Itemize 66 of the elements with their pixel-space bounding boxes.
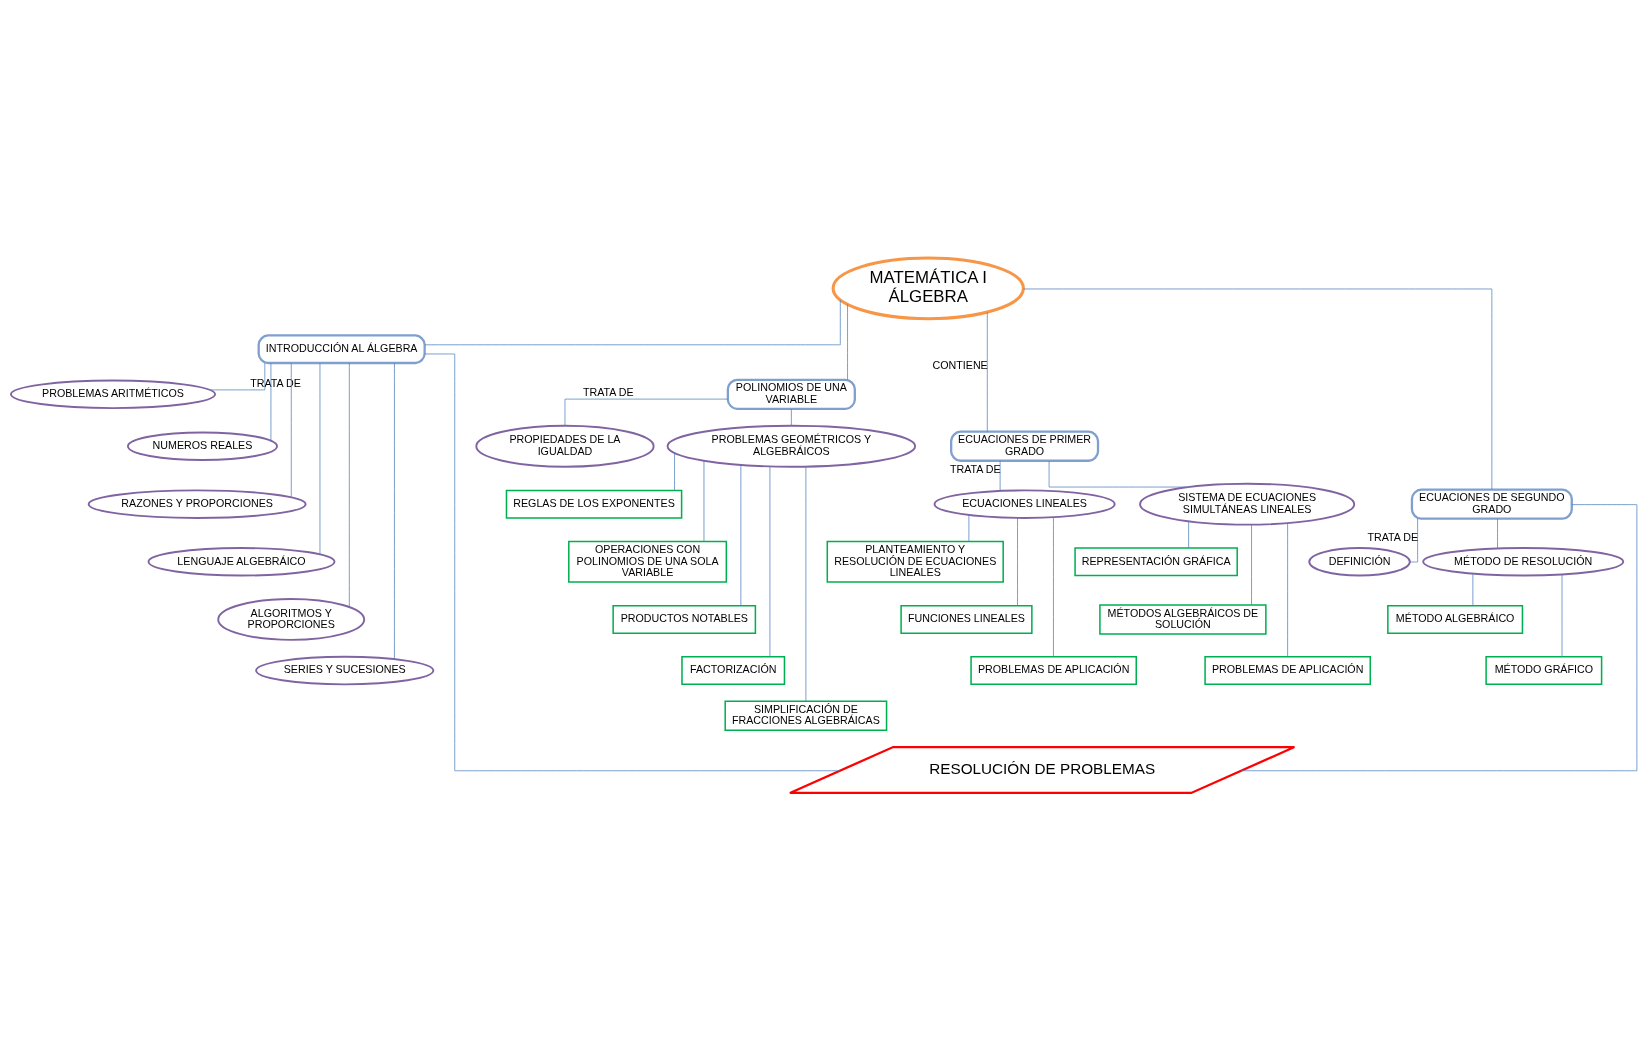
connector	[290, 362, 292, 498]
connector	[270, 362, 272, 442]
node-box: ECUACIONES DE PRIMER GRADO	[950, 430, 1100, 462]
connector	[1409, 518, 1418, 563]
connector	[999, 460, 1001, 492]
connector	[1048, 460, 1189, 488]
connector	[790, 408, 792, 427]
edge-label: TRATA DE	[1367, 531, 1419, 544]
connector	[740, 464, 742, 606]
connector	[209, 362, 266, 391]
node-ellipse: LENGUAJE ALGEBRÁICO	[147, 547, 336, 577]
connector	[703, 460, 705, 542]
node-ellipse: SERIES Y SUCESIONES	[255, 655, 435, 686]
node-ellipse: PROBLEMAS ARITMÉTICOS	[9, 379, 217, 410]
connector	[1017, 517, 1018, 606]
node-box: REGLAS DE LOS EXPONENTES	[505, 489, 683, 519]
node-box: PLANTEAMIENTO Y RESOLUCIÓN DE ECUACIONES LINEALES	[826, 540, 1004, 583]
connector	[564, 398, 729, 426]
node-ellipse: DEFINICIÓN	[1308, 547, 1411, 577]
connector	[968, 514, 970, 542]
connector	[1497, 518, 1498, 549]
node-box: FACTORIZACIÓN	[681, 656, 786, 686]
node-ellipse: ECUACIONES LINEALES	[933, 489, 1116, 519]
node-box: SIMPLIFICACIÓN DE FRACCIONES ALGEBRÁICAS	[724, 700, 888, 731]
connector	[769, 466, 771, 658]
connector	[1188, 521, 1189, 549]
node-ellipse: RAZONES Y PROPORCIONES	[87, 489, 307, 519]
node-ellipse: MÉTODO DE RESOLUCIÓN	[1422, 547, 1625, 577]
edge-label: CONTIENE	[932, 359, 988, 372]
connector	[424, 353, 840, 772]
node-box: ECUACIONES DE SEGUNDO GRADO	[1410, 488, 1573, 520]
node-box: POLINOMIOS DE UNA VARIABLE	[726, 378, 856, 410]
connector	[1053, 516, 1054, 658]
node-box: MÉTODO GRÁFICO	[1485, 656, 1603, 686]
connector	[1561, 574, 1563, 657]
edge-label: TRATA DE	[250, 377, 301, 390]
node-ellipse: NUMEROS REALES	[127, 431, 278, 461]
node-box: MÉTODO ALGEBRÁICO	[1387, 604, 1524, 634]
edge-label: TRATA DE	[949, 462, 1001, 475]
node-ellipse: SISTEMA DE ECUACIONES SIMULTÁNEAS LINEALES	[1139, 482, 1356, 526]
node-ellipse: PROPIEDADES DE LA IGUALDAD	[475, 424, 655, 468]
connector	[1240, 504, 1638, 772]
connector	[348, 362, 350, 608]
node-box: PRODUCTOS NOTABLES	[612, 604, 757, 634]
connector	[1287, 522, 1288, 658]
node-box: INTRODUCCIÓN AL ÁLGEBRA	[257, 334, 426, 365]
connector	[805, 466, 807, 702]
connector	[986, 311, 988, 432]
edge-label: TRATA DE	[582, 386, 634, 399]
node-ellipse: ALGORITMOS Y PROPORCIONES	[217, 598, 366, 641]
node-box: MÉTODOS ALGEBRÁICOS DE SOLUCIÓN	[1099, 604, 1267, 635]
node-box: PROBLEMAS DE APLICACIÓN	[970, 656, 1137, 686]
node-box: FUNCIONES LINEALES	[900, 604, 1033, 634]
connector	[1023, 288, 1493, 490]
node-ellipse: PROBLEMAS GEOMÉTRICOS Y ALGEBRÁICOS	[666, 424, 917, 468]
node-box: PROBLEMAS DE APLICACIÓN	[1204, 656, 1372, 686]
node-ellipse: MATEMÁTICA I ÁLGEBRA	[831, 256, 1025, 321]
connector	[319, 362, 321, 555]
node-box: REPRESENTACIÓN GRÁFICA	[1074, 547, 1238, 577]
connector	[1251, 524, 1252, 606]
connector	[394, 362, 395, 660]
connector	[847, 304, 848, 381]
connector	[424, 299, 841, 346]
connector	[674, 452, 675, 491]
node-box: OPERACIONES CON POLINOMIOS DE UNA SOLA VARIABLE	[568, 540, 728, 583]
connector	[1472, 573, 1474, 606]
